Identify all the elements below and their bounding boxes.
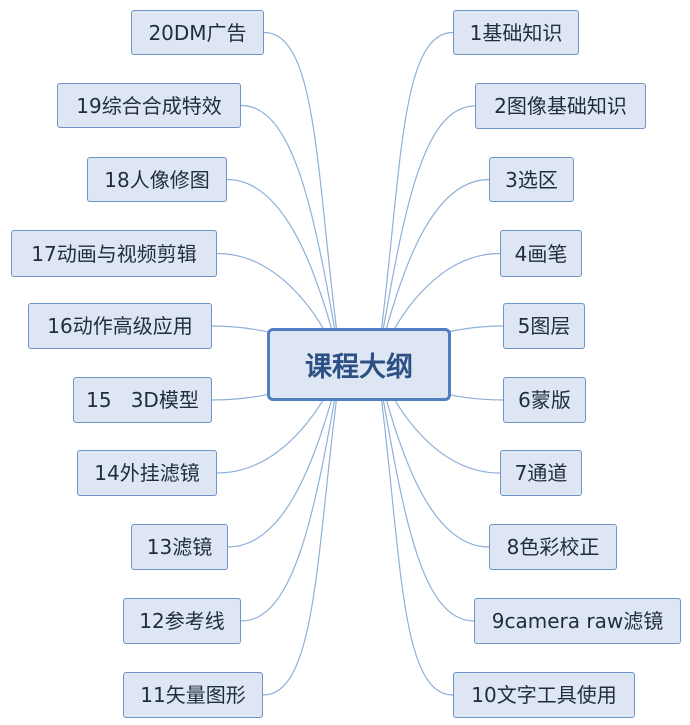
topic-node-5[interactable]: 5图层 bbox=[503, 303, 585, 349]
topic-node-11[interactable]: 11矢量图形 bbox=[123, 672, 263, 718]
topic-node-3[interactable]: 3选区 bbox=[489, 157, 574, 202]
connector-node-11 bbox=[262, 364, 342, 696]
connector-node-19 bbox=[240, 104, 342, 365]
topic-node-19[interactable]: 19综合合成特效 bbox=[57, 83, 241, 128]
topic-node-15[interactable]: 15 3D模型 bbox=[73, 377, 212, 423]
topic-node-16[interactable]: 16动作高级应用 bbox=[28, 303, 212, 349]
central-topic[interactable]: 课程大纲 bbox=[267, 328, 451, 401]
topic-node-17[interactable]: 17动画与视频剪辑 bbox=[11, 230, 217, 277]
topic-node-9[interactable]: 9camera raw滤镜 bbox=[474, 598, 681, 644]
connector-node-18 bbox=[226, 178, 342, 365]
connector-node-2 bbox=[376, 105, 476, 365]
topic-node-13[interactable]: 13滤镜 bbox=[131, 524, 228, 570]
connector-node-13 bbox=[227, 364, 342, 548]
connector-node-10 bbox=[376, 364, 454, 696]
topic-node-18[interactable]: 18人像修图 bbox=[87, 157, 227, 202]
topic-node-7[interactable]: 7通道 bbox=[500, 450, 582, 496]
topic-node-8[interactable]: 8色彩校正 bbox=[489, 524, 617, 570]
connector-node-12 bbox=[240, 364, 342, 622]
topic-node-6[interactable]: 6蒙版 bbox=[503, 377, 586, 423]
connector-node-20 bbox=[263, 31, 342, 365]
topic-node-2[interactable]: 2图像基础知识 bbox=[475, 83, 646, 129]
topic-node-12[interactable]: 12参考线 bbox=[123, 598, 241, 644]
connector-node-3 bbox=[376, 178, 490, 365]
topic-node-10[interactable]: 10文字工具使用 bbox=[453, 672, 635, 718]
topic-node-20[interactable]: 20DM广告 bbox=[131, 10, 264, 55]
connector-node-9 bbox=[376, 364, 475, 622]
topic-node-1[interactable]: 1基础知识 bbox=[453, 10, 579, 55]
connector-node-8 bbox=[376, 364, 490, 548]
connector-node-1 bbox=[376, 31, 454, 365]
topic-node-4[interactable]: 4画笔 bbox=[500, 230, 582, 277]
topic-node-14[interactable]: 14外挂滤镜 bbox=[77, 450, 217, 496]
